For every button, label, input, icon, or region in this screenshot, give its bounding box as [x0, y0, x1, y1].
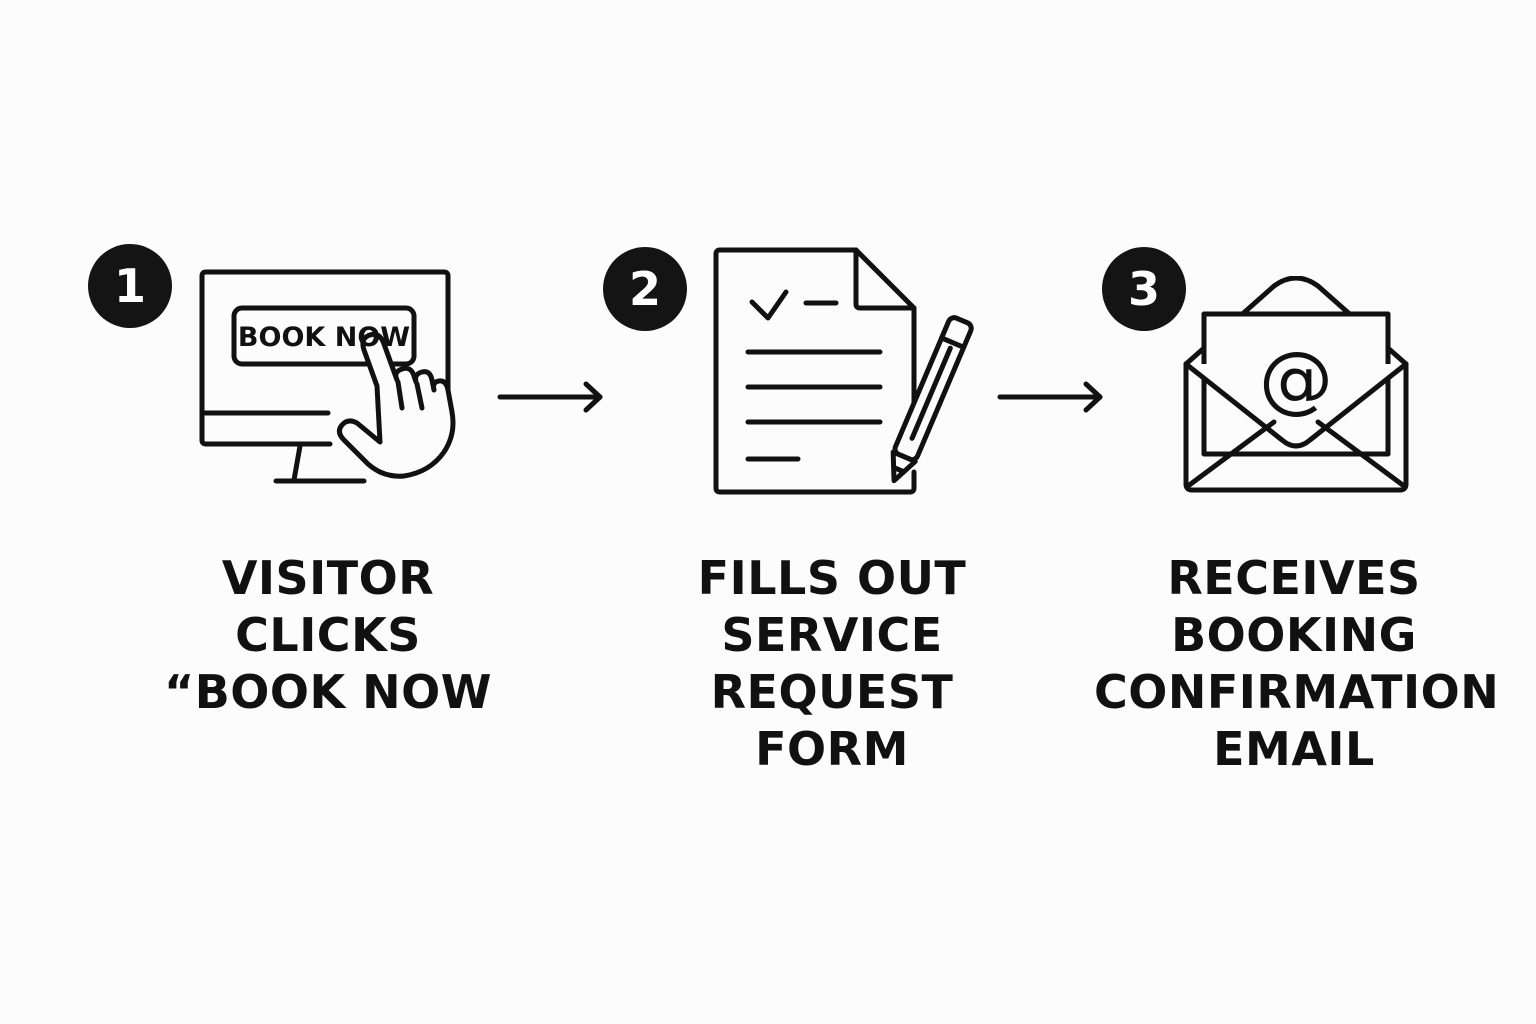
caption-line: SERVICE	[721, 608, 943, 662]
caption-line: CLICKS	[235, 608, 421, 662]
step-number-badge-2: 2	[603, 247, 687, 331]
book-now-button-label: BOOK NOW	[238, 322, 410, 353]
arrow-right-icon	[497, 381, 603, 413]
caption-line: FILLS OUT	[697, 551, 967, 605]
caption-line: CONFIRMATION	[1094, 665, 1500, 719]
caption-line: EMAIL	[1213, 722, 1375, 776]
caption-line: REQUEST	[710, 665, 954, 719]
step-caption-1: VISITOR CLICKS “BOOK NOW	[128, 550, 528, 721]
computer-click-icon: BOOK NOW	[199, 269, 456, 484]
form-pencil-icon	[713, 247, 974, 495]
caption-line: “BOOK NOW	[163, 665, 492, 719]
step-number-badge-1: 1	[88, 244, 172, 328]
caption-line: VISITOR	[221, 551, 435, 605]
at-symbol: @	[1259, 336, 1333, 422]
caption-line: FORM	[755, 722, 909, 776]
arrow-right-icon	[997, 381, 1103, 413]
step-number-badge-3: 3	[1102, 247, 1186, 331]
caption-line: RECEIVES	[1167, 551, 1421, 605]
caption-line: BOOKING	[1171, 608, 1417, 662]
step-caption-3: RECEIVES BOOKING CONFIRMATION EMAIL	[1094, 550, 1500, 778]
step-caption-2: FILLS OUT SERVICE REQUEST FORM	[632, 550, 1032, 778]
email-envelope-icon: @	[1183, 276, 1409, 493]
